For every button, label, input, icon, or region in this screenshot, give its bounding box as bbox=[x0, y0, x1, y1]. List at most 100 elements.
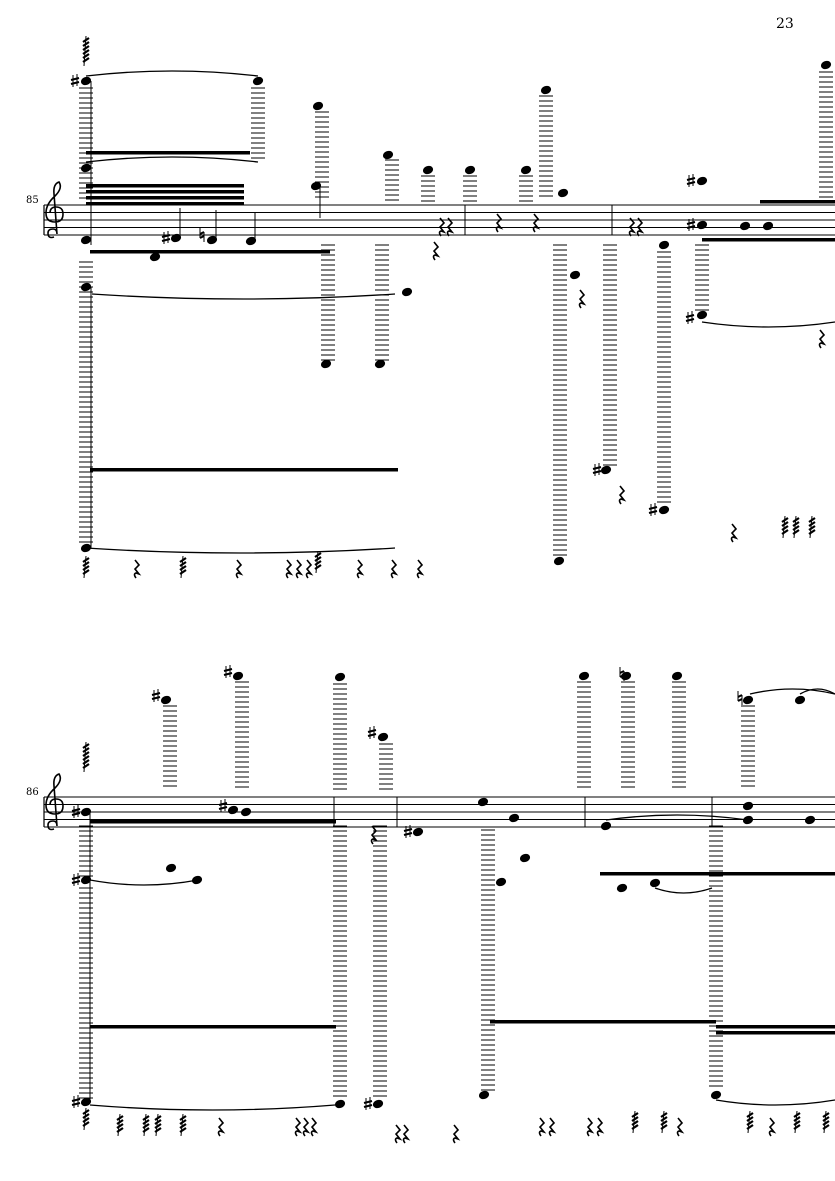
tie bbox=[654, 887, 713, 894]
quarter-rest bbox=[356, 559, 365, 579]
notehead bbox=[320, 359, 332, 369]
notehead bbox=[578, 671, 590, 681]
ledger-lines bbox=[603, 244, 617, 466]
sharp-sign bbox=[592, 463, 602, 476]
tremolo-marks bbox=[179, 1113, 187, 1137]
ledger-lines bbox=[315, 111, 329, 198]
notehead bbox=[80, 163, 92, 173]
treble-clef bbox=[45, 773, 64, 831]
notehead bbox=[540, 85, 552, 95]
beam bbox=[490, 1020, 716, 1024]
beam bbox=[760, 200, 835, 204]
notehead bbox=[671, 671, 683, 681]
notehead bbox=[464, 165, 476, 175]
beam bbox=[90, 1025, 336, 1029]
tie bbox=[89, 879, 199, 886]
tremolo-marks bbox=[82, 35, 90, 67]
sharp-sign bbox=[367, 726, 377, 739]
tremolo-marks bbox=[822, 1110, 830, 1134]
tie bbox=[715, 1099, 835, 1106]
quarter-rest bbox=[294, 1117, 303, 1137]
notehead bbox=[762, 221, 774, 231]
quarter-rest bbox=[548, 1117, 557, 1137]
notehead bbox=[240, 807, 252, 817]
quarter-rest bbox=[452, 1124, 461, 1144]
ledger-lines bbox=[741, 705, 755, 787]
notehead bbox=[569, 270, 581, 280]
notehead bbox=[658, 505, 670, 515]
ledger-lines bbox=[79, 825, 93, 877]
beam bbox=[90, 820, 336, 824]
quarter-rest bbox=[432, 241, 441, 261]
tremolo-marks bbox=[631, 1110, 639, 1134]
notehead bbox=[80, 76, 92, 86]
notehead bbox=[519, 853, 531, 863]
sharp-sign bbox=[223, 665, 233, 678]
quarter-rest bbox=[538, 1117, 547, 1137]
notehead bbox=[696, 220, 708, 230]
quarter-rest bbox=[446, 217, 455, 237]
quarter-rest bbox=[394, 1124, 403, 1144]
quarter-rest bbox=[636, 217, 645, 237]
quarter-rest bbox=[596, 1117, 605, 1137]
quarter-rest bbox=[235, 559, 244, 579]
quarter-rest bbox=[818, 329, 827, 349]
notehead bbox=[520, 165, 532, 175]
ledger-lines bbox=[321, 244, 335, 361]
tie bbox=[749, 688, 835, 695]
ledger-lines bbox=[333, 825, 347, 1097]
measure-number-85: 85 bbox=[26, 195, 39, 206]
system-85 bbox=[43, 35, 835, 579]
notehead bbox=[742, 695, 754, 705]
ledger-lines bbox=[695, 244, 709, 311]
notehead bbox=[742, 815, 754, 825]
quarter-rest bbox=[133, 559, 142, 579]
ledger-lines bbox=[333, 683, 347, 790]
notehead bbox=[334, 672, 346, 682]
beam bbox=[86, 196, 244, 200]
notehead bbox=[191, 875, 203, 885]
tremolo-marks bbox=[660, 1110, 668, 1134]
beam bbox=[86, 151, 250, 155]
ledger-lines bbox=[163, 705, 177, 787]
sharp-sign bbox=[685, 311, 695, 324]
ledger-lines bbox=[519, 175, 533, 202]
quarter-rest bbox=[495, 213, 504, 233]
ledger-lines bbox=[379, 743, 393, 790]
notehead bbox=[165, 863, 177, 873]
sharp-sign bbox=[70, 74, 80, 87]
quarter-rest bbox=[532, 213, 541, 233]
quarter-rest bbox=[618, 485, 627, 505]
tie bbox=[799, 688, 835, 695]
notehead bbox=[80, 807, 92, 817]
notehead bbox=[696, 176, 708, 186]
staff-lines bbox=[44, 796, 835, 828]
natural-sign bbox=[619, 667, 625, 681]
quarter-rest bbox=[390, 559, 399, 579]
ledger-lines bbox=[553, 244, 567, 556]
beam bbox=[600, 872, 835, 876]
ledger-lines bbox=[79, 887, 93, 1099]
notehead bbox=[377, 732, 389, 742]
tie bbox=[85, 156, 259, 163]
beam bbox=[90, 468, 398, 472]
notehead bbox=[422, 165, 434, 175]
ledger-lines bbox=[421, 175, 435, 202]
sharp-sign bbox=[686, 174, 696, 187]
quarter-rest bbox=[586, 1117, 595, 1137]
ledger-lines bbox=[373, 825, 387, 1097]
quarter-rest bbox=[438, 217, 447, 237]
ledger-lines bbox=[539, 95, 553, 197]
quarter-rest bbox=[217, 1117, 226, 1137]
page-number: 23 bbox=[776, 16, 794, 32]
sharp-sign bbox=[151, 689, 161, 702]
notehead bbox=[557, 188, 569, 198]
quarter-rest bbox=[285, 559, 294, 579]
ledger-lines bbox=[672, 681, 686, 788]
quarter-rest bbox=[730, 523, 739, 543]
tie bbox=[85, 547, 396, 554]
sharp-sign bbox=[71, 873, 81, 886]
notehead bbox=[227, 805, 239, 815]
